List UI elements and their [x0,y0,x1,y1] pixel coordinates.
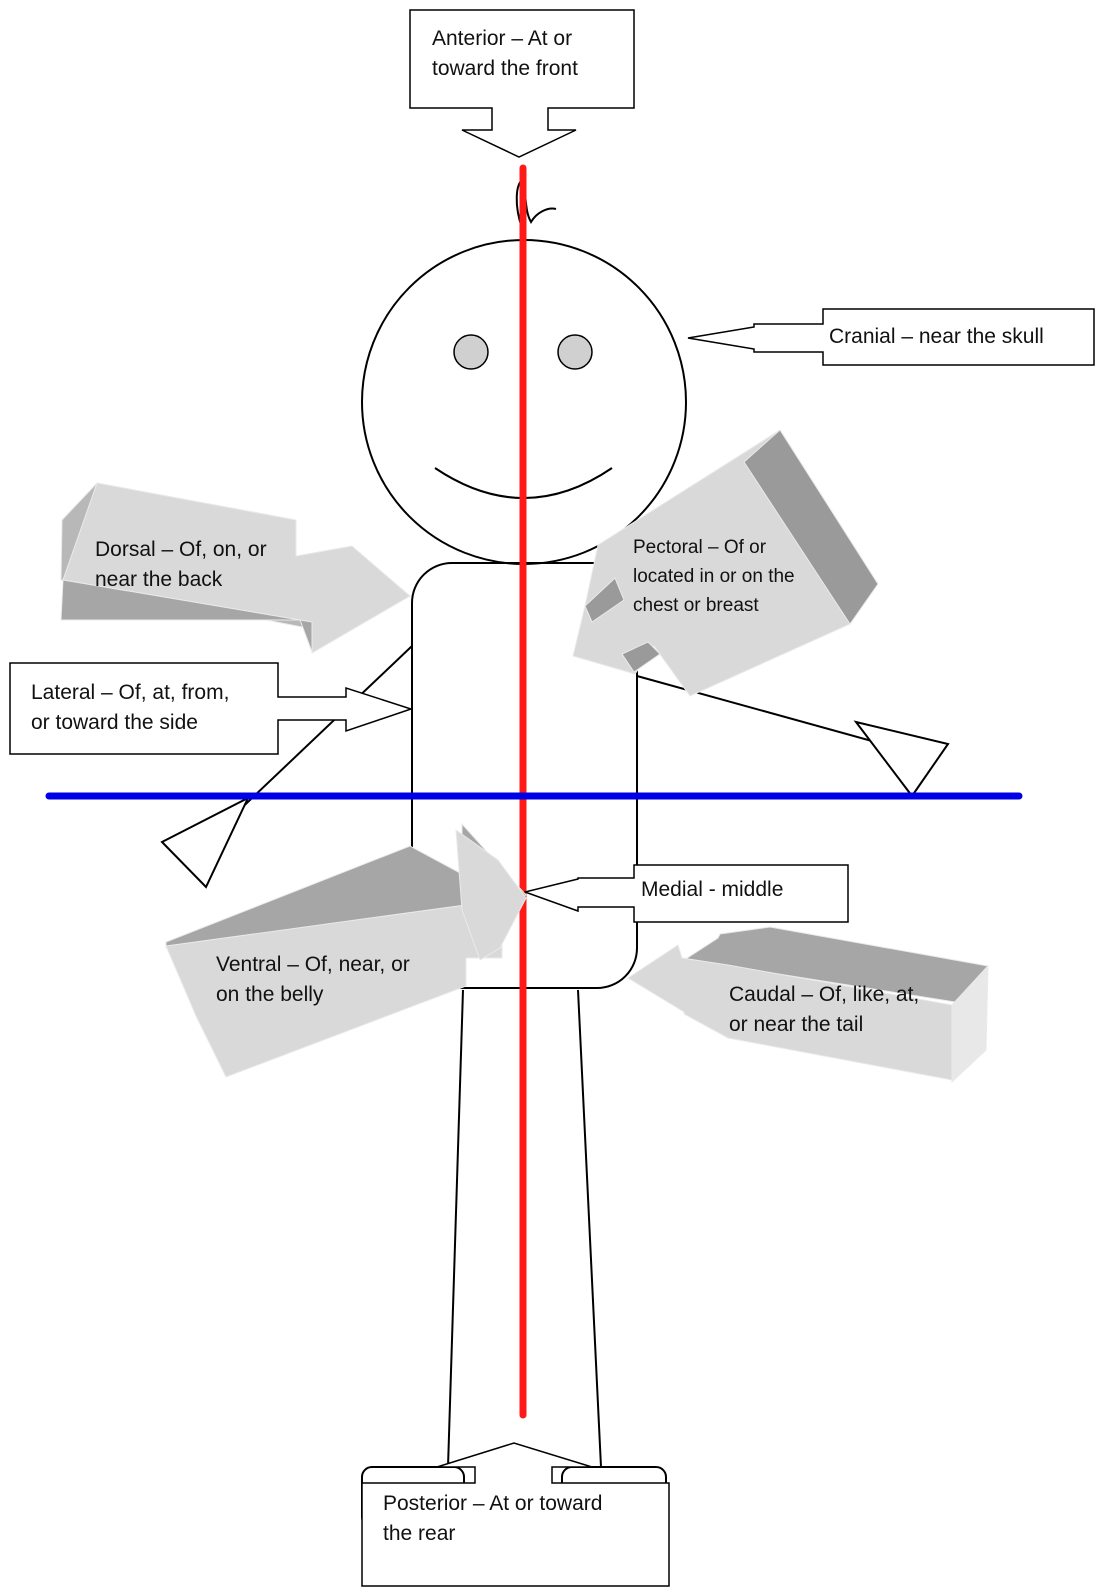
stick-figure [210,180,890,1467]
lateral-line-1: Lateral – Of, at, from, [31,678,229,708]
ventral-line-2: on the belly [216,980,410,1010]
left-hand [162,798,248,887]
pectoral-line-3: chest or breast [633,591,795,620]
right-arm [637,676,890,746]
anterior-line-1: Anterior – At or [432,24,578,54]
posterior-line-2: the rear [383,1519,602,1549]
pectoral-line-2: located in or on the [633,562,795,591]
hands [162,722,948,887]
lateral-label: Lateral – Of, at, from, or toward the si… [31,678,229,738]
dorsal-label: Dorsal – Of, on, or near the back [95,535,267,595]
caudal-line-1: Caudal – Of, like, at, [729,980,919,1010]
caudal-line-2: or near the tail [729,1010,919,1040]
anterior-line-2: toward the front [432,54,578,84]
cranial-label: Cranial – near the skull [829,322,1044,352]
lateral-line-2: or toward the side [31,708,229,738]
dorsal-line-2: near the back [95,565,267,595]
pectoral-label: Pectoral – Of or located in or on the ch… [633,533,795,620]
right-hand [856,722,948,796]
ventral-line-1: Ventral – Of, near, or [216,950,410,980]
posterior-line-1: Posterior – At or toward [383,1489,602,1519]
dorsal-line-1: Dorsal – Of, on, or [95,535,267,565]
caudal-label: Caudal – Of, like, at, or near the tail [729,980,919,1040]
medial-line-1: Medial - middle [641,875,783,905]
ventral-label: Ventral – Of, near, or on the belly [216,950,410,1010]
pectoral-line-1: Pectoral – Of or [633,533,795,562]
right-leg [578,990,601,1467]
posterior-label: Posterior – At or toward the rear [383,1489,602,1549]
anterior-label: Anterior – At or toward the front [432,24,578,84]
medial-label: Medial - middle [641,875,783,905]
left-eye [454,335,488,369]
left-leg [448,990,463,1467]
cranial-line-1: Cranial – near the skull [829,322,1044,352]
right-eye [558,335,592,369]
